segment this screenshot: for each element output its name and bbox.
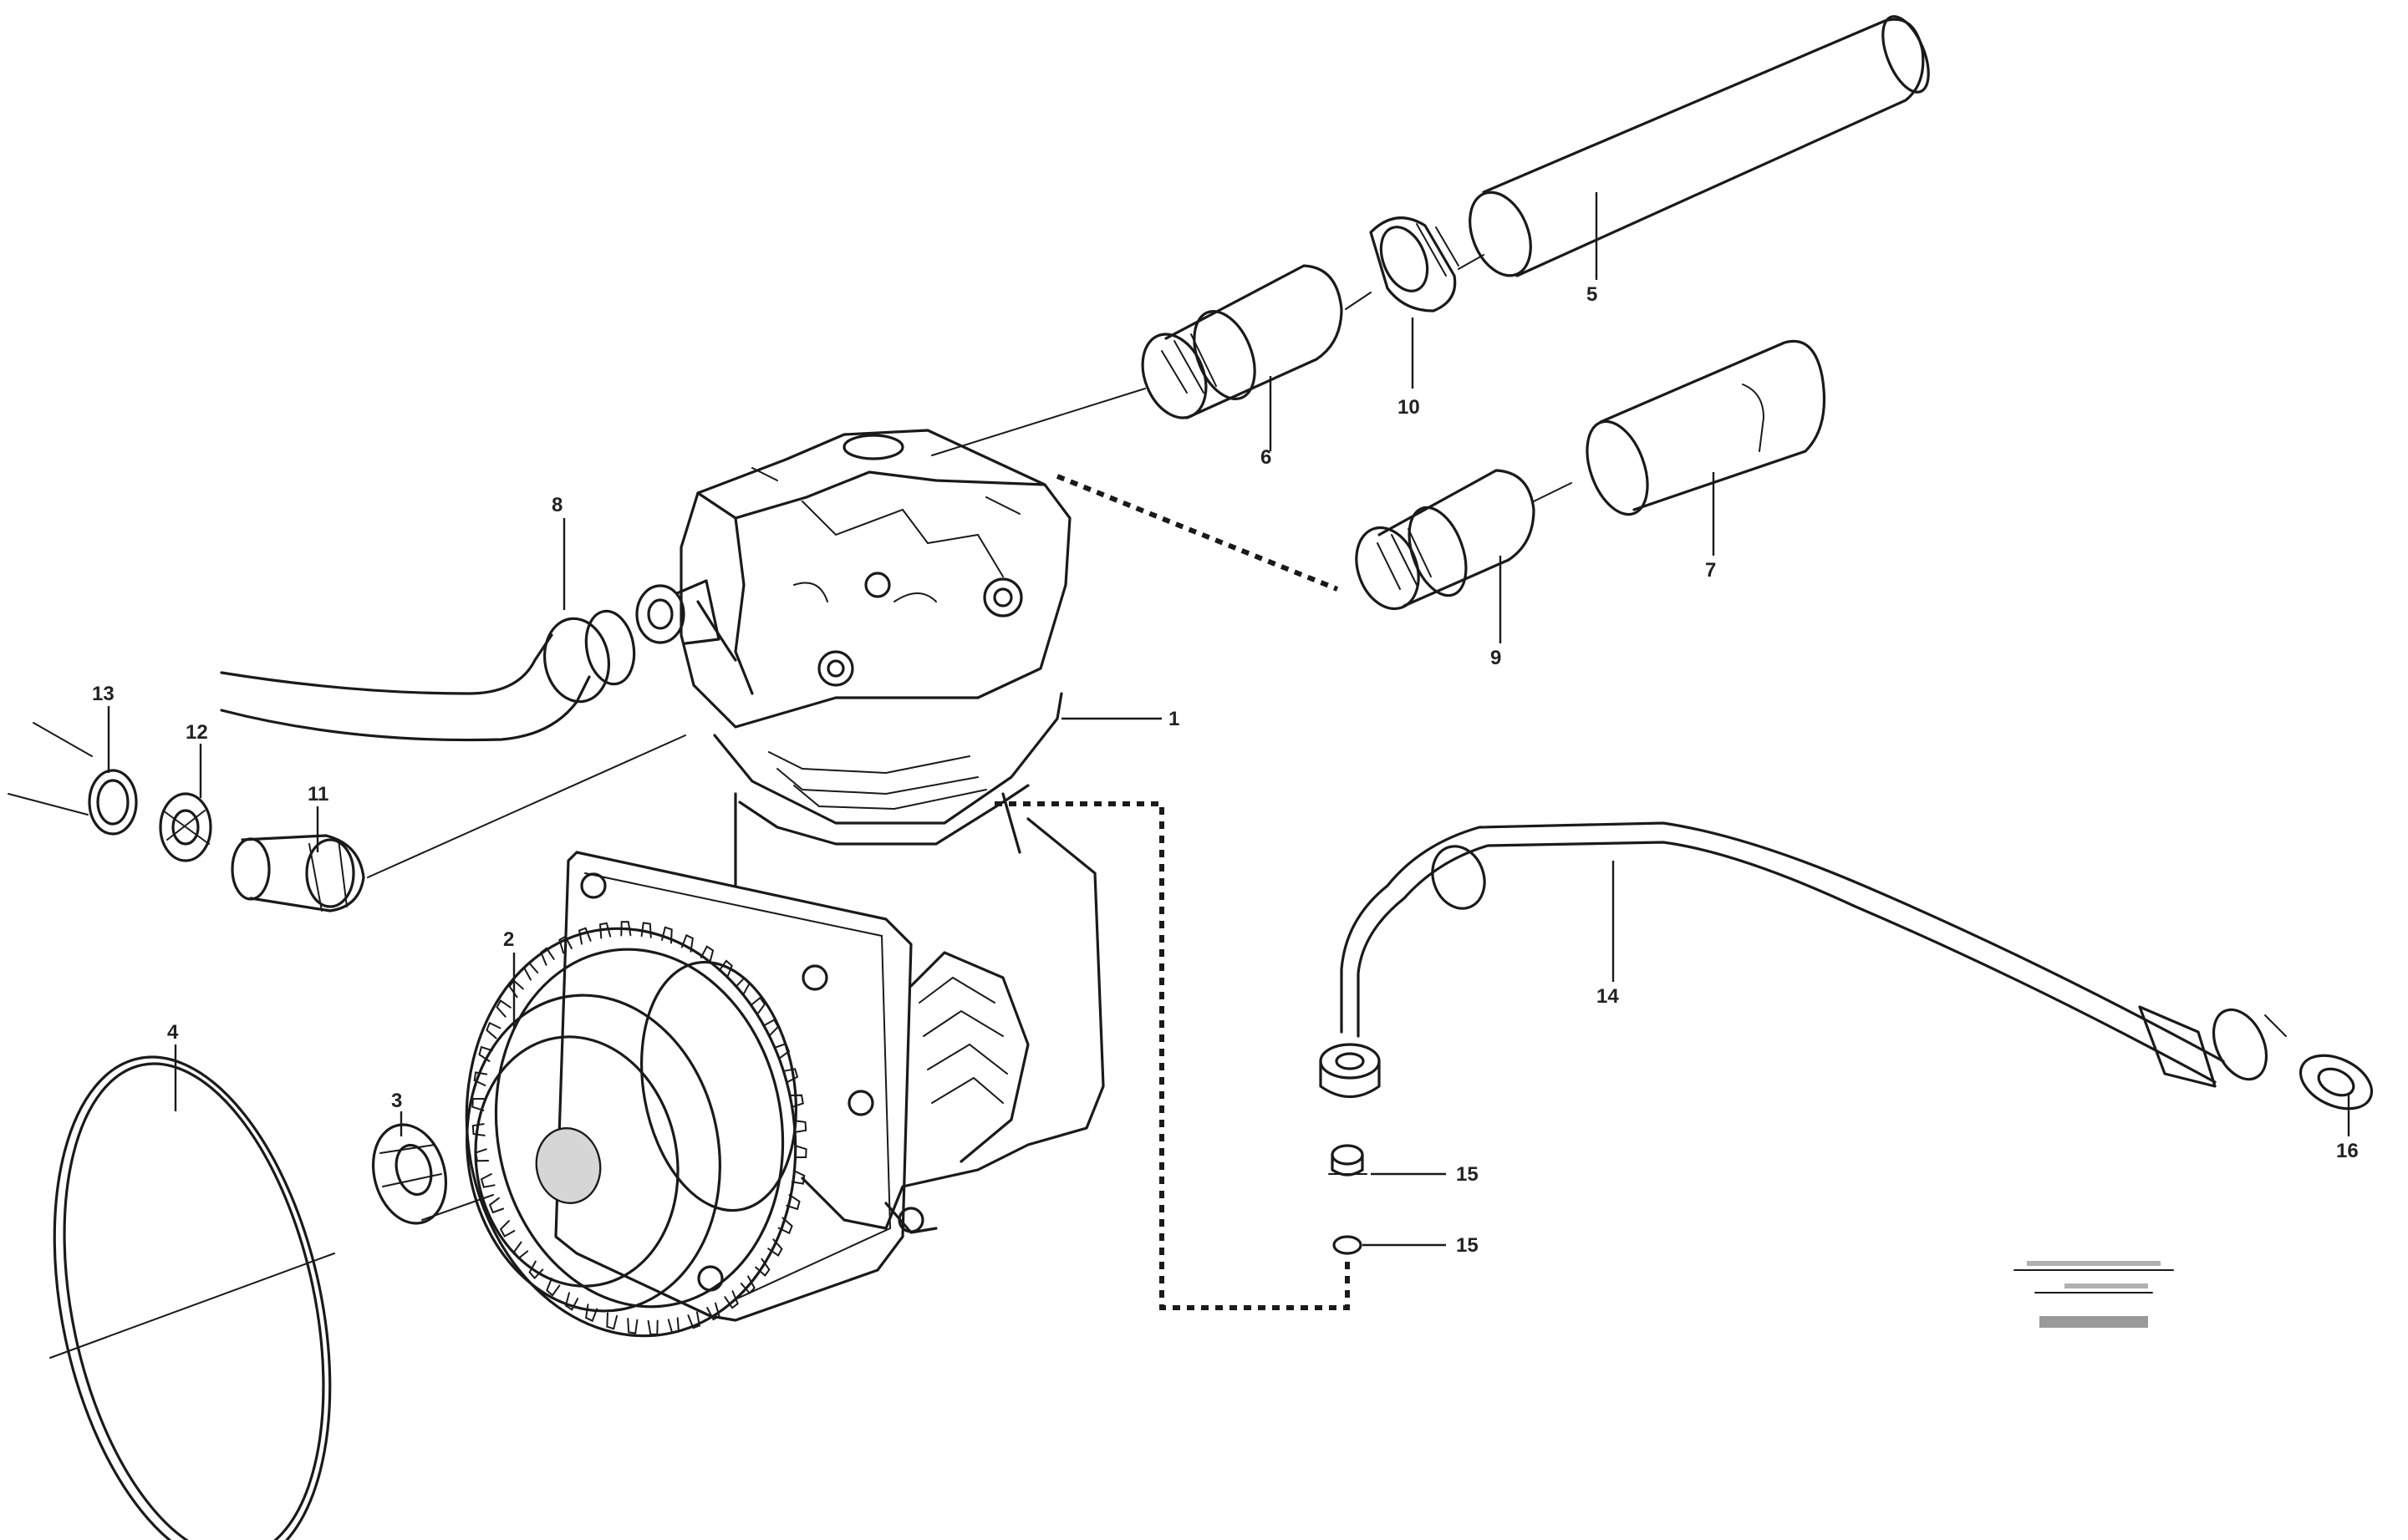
- nipple: [159, 792, 212, 862]
- washer: [371, 1123, 448, 1225]
- head-side-fitting: [635, 579, 720, 645]
- gear-tooth: [558, 935, 573, 954]
- gear-tooth: [789, 1094, 804, 1108]
- label-item-4: 4: [167, 1021, 179, 1044]
- label-item-2: 2: [503, 928, 514, 951]
- gear-tooth: [774, 1042, 791, 1060]
- gear-tooth: [724, 1290, 739, 1309]
- banjo-fitting-right: [2299, 1054, 2374, 1111]
- banjo-screw: [1328, 1144, 1367, 1177]
- label-item-15: 15: [1456, 1163, 1479, 1186]
- flange-plate: [554, 851, 913, 1322]
- gear-tooth: [488, 1197, 505, 1214]
- label-item-3: 3: [391, 1090, 402, 1112]
- drive-gear: [465, 921, 807, 1338]
- reference-code-print: [2039, 1316, 2148, 1328]
- label-item-12: 12: [186, 721, 208, 744]
- gear-tooth: [512, 1241, 529, 1260]
- gear-tooth: [480, 1173, 496, 1188]
- leader-lines: [107, 192, 2350, 1247]
- nut-upper: [1369, 216, 1459, 313]
- delivery-pipe-lower: [1586, 339, 1826, 516]
- gear-tooth: [640, 922, 652, 938]
- gear-tooth: [540, 947, 555, 966]
- gear-tooth: [661, 926, 673, 944]
- gear-tooth: [755, 1258, 771, 1277]
- label-item-5: 5: [1586, 283, 1597, 306]
- inlet-hose: [220, 609, 636, 742]
- gear-tooth: [793, 1120, 807, 1133]
- label-item-16: 16: [2336, 1140, 2359, 1162]
- gear-tooth: [718, 959, 733, 978]
- gear-tooth: [777, 1217, 793, 1235]
- sealing-ring: [88, 769, 138, 836]
- connector-upper: [1141, 264, 1343, 419]
- gear-tooth: [627, 1318, 639, 1334]
- axis-line-inlet: [8, 722, 686, 878]
- hose-clamp: [231, 834, 365, 912]
- gear-tooth: [564, 1292, 579, 1311]
- gear-tooth: [786, 1194, 801, 1211]
- gear-tooth: [700, 945, 715, 964]
- gear-tooth: [606, 1312, 618, 1330]
- gear-tooth: [475, 1148, 490, 1162]
- gear-tooth: [767, 1238, 783, 1257]
- label-item-14: 14: [1596, 985, 1619, 1008]
- axis-line-upper: [931, 254, 1484, 456]
- gear-tooth: [585, 1304, 598, 1323]
- banjo-fitting-lower: [1319, 1043, 1381, 1098]
- gear-tooth: [523, 962, 539, 981]
- compressor-crankcase: [713, 692, 1105, 1234]
- oil-pipe: [1340, 821, 2287, 1088]
- gear-tooth: [471, 1123, 486, 1136]
- label-item-7: 7: [1705, 559, 1716, 582]
- gear-tooth: [667, 1317, 680, 1334]
- reference-line-print-2: [2064, 1283, 2148, 1288]
- drawing-reference-block: [2013, 1261, 2174, 1328]
- gear-tooth: [647, 1319, 659, 1335]
- label-item-10: 10: [1397, 396, 1420, 419]
- gear-tooth: [687, 1311, 701, 1329]
- gear-tooth: [735, 977, 751, 996]
- compressor-head: [680, 429, 1072, 729]
- connection-line-delivery: [1056, 474, 1339, 592]
- copper-washer: [1332, 1235, 1362, 1255]
- gear-tooth: [499, 1220, 516, 1238]
- gear-tooth: [680, 933, 694, 953]
- gear-tooth: [496, 999, 512, 1018]
- gear-tooth: [471, 1098, 485, 1111]
- label-item-11: 11: [308, 783, 328, 806]
- gear-tooth: [546, 1278, 561, 1297]
- label-item-15b: 15: [1456, 1234, 1479, 1257]
- label-item-13: 13: [92, 683, 115, 705]
- label-item-9: 9: [1490, 647, 1501, 669]
- gear-tooth: [783, 1068, 799, 1083]
- gear-tooth: [508, 979, 524, 999]
- label-item-1: 1: [1168, 708, 1179, 730]
- gear-tooth: [706, 1302, 720, 1321]
- connector-lower: [1355, 469, 1572, 611]
- gear-tooth: [578, 927, 592, 945]
- reference-line-print: [2027, 1261, 2161, 1266]
- delivery-pipe-upper: [1469, 15, 1930, 277]
- label-item-8: 8: [552, 494, 563, 516]
- gear-tooth: [528, 1260, 544, 1279]
- gear-tooth: [791, 1170, 806, 1185]
- connection-line-oil-feed: [995, 801, 1350, 1310]
- gear-tooth: [486, 1021, 501, 1039]
- o-ring: [53, 1055, 332, 1540]
- label-item-6-upper: 6: [1260, 446, 1271, 469]
- gear-tooth: [598, 922, 612, 939]
- gear-tooth: [620, 921, 632, 937]
- gear-tooth: [750, 996, 766, 1015]
- gear-tooth: [478, 1045, 493, 1062]
- gear-tooth: [473, 1071, 488, 1086]
- gear-tooth: [794, 1145, 807, 1158]
- axis-line-gear: [49, 1194, 494, 1359]
- gear-tooth: [763, 1019, 780, 1036]
- gear-tooth: [740, 1275, 756, 1294]
